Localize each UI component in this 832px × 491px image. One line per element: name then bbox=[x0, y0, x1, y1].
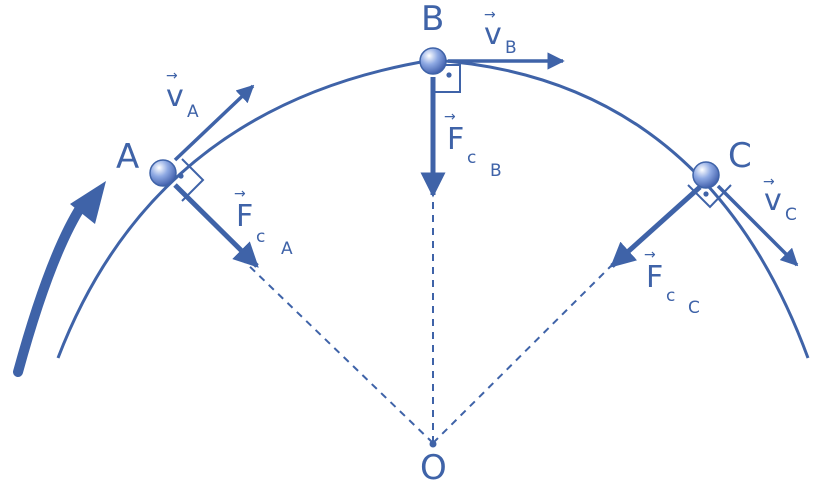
point-label-B: B bbox=[421, 0, 444, 39]
ball-icon bbox=[419, 47, 447, 75]
ball-icon bbox=[692, 161, 720, 189]
label-vA-main: v bbox=[166, 79, 184, 114]
vector-arrow-FcA: → bbox=[234, 186, 246, 202]
right-angle-dot-C bbox=[703, 191, 709, 197]
point-label-A: A bbox=[116, 137, 139, 177]
label-vC-main: v bbox=[764, 183, 782, 218]
center-point-O bbox=[429, 440, 437, 448]
label-FcB-main: F bbox=[447, 122, 464, 157]
right-angle-mark-icon bbox=[181, 64, 732, 209]
right-angle-dot-B bbox=[446, 72, 452, 78]
label-FcA-main: F bbox=[236, 199, 253, 234]
velocity-vector-C bbox=[716, 184, 799, 267]
vector-arrow-FcB: → bbox=[444, 109, 456, 125]
label-FcA-sub2: A bbox=[281, 239, 293, 259]
label-vB-sub: B bbox=[505, 38, 517, 58]
label-FcC-sub1: c bbox=[666, 286, 675, 306]
label-FcA-sub1: c bbox=[256, 227, 265, 247]
label-FcC-sub2: C bbox=[688, 298, 700, 318]
right-angle-dot-A bbox=[178, 173, 184, 179]
label-FcB-sub2: B bbox=[490, 161, 502, 181]
label-vA-sub: A bbox=[187, 102, 199, 122]
ball-icon bbox=[149, 159, 177, 187]
point-label-C: C bbox=[728, 136, 752, 176]
velocity-vector-A bbox=[173, 84, 255, 162]
direction-arrow-icon bbox=[13, 181, 106, 377]
vector-arrow-vC: → bbox=[763, 174, 775, 190]
label-vC-sub: C bbox=[785, 205, 797, 225]
label-vB-main: v bbox=[484, 17, 502, 52]
vector-arrow-FcC: → bbox=[644, 247, 656, 263]
vector-arrow-vA: → bbox=[166, 68, 178, 84]
label-FcC-main: F bbox=[646, 260, 663, 295]
label-FcB-sub1: c bbox=[467, 148, 476, 168]
vector-arrow-vB: → bbox=[484, 7, 496, 23]
force-vector-C bbox=[610, 185, 702, 268]
radius-OA bbox=[244, 261, 434, 444]
radius-OC bbox=[432, 264, 613, 444]
force-vector-A bbox=[173, 183, 259, 268]
point-label-O: O bbox=[420, 448, 447, 488]
